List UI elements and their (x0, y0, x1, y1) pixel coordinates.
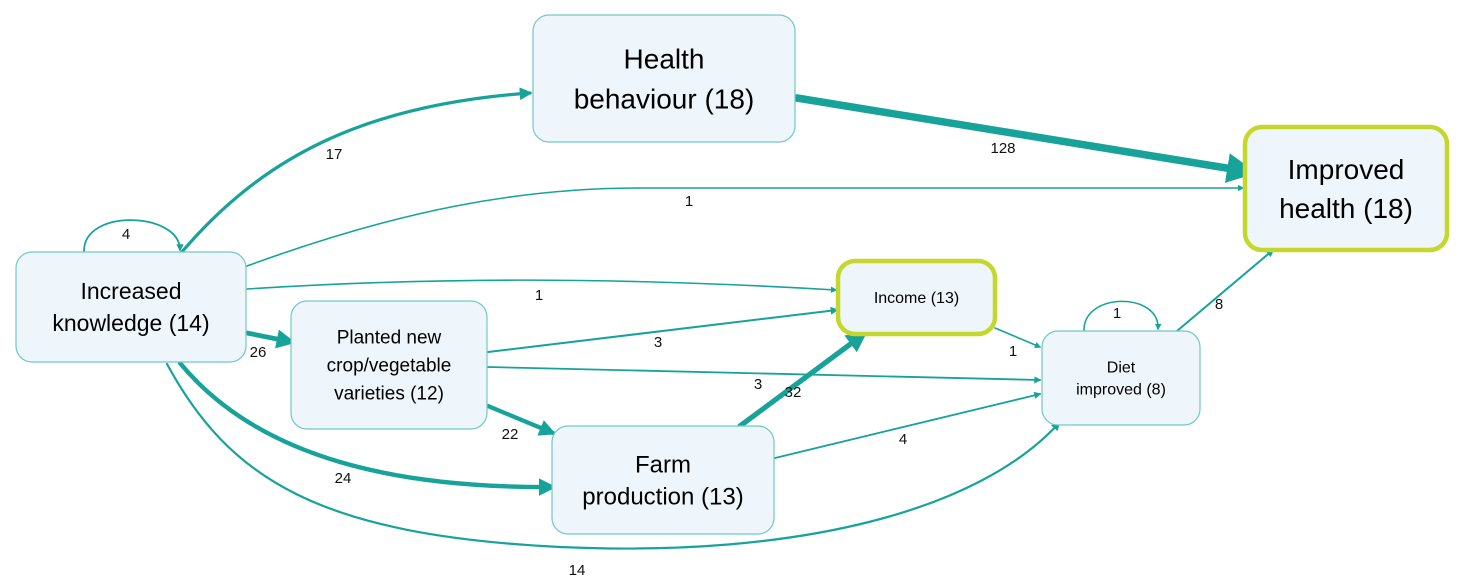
edge-farm-diet (774, 391, 1042, 459)
node-box (551, 425, 775, 535)
edge-label-knowledge-planted: 26 (250, 344, 267, 361)
node-income: Income (13) (835, 258, 998, 337)
node-box (1242, 124, 1450, 253)
edge-knowledge-diet (165, 362, 1061, 550)
edge-label-knowledge-self: 4 (122, 226, 130, 243)
edge-planted-diet (487, 366, 1042, 384)
node-box (1041, 330, 1201, 426)
edge-diet-self (1083, 300, 1162, 331)
edge-planted-farm (485, 403, 557, 436)
node-label-line: knowledge (14) (52, 310, 209, 336)
edge-knowledge-improved-health (246, 184, 1245, 267)
node-box (15, 251, 247, 363)
node-label-line: crop/vegetable (327, 356, 452, 377)
edge-label-health-behaviour-improved-health: 128 (990, 140, 1015, 157)
edge-label-knowledge-farm: 24 (335, 470, 352, 487)
edge-planted-income (487, 306, 839, 353)
edge-label-planted-income: 3 (654, 334, 662, 351)
node-label-line: Planted new (337, 328, 442, 349)
node-health-behaviour: Health behaviour (18) (532, 14, 796, 143)
node-diet: Diet improved (8) (1041, 330, 1201, 426)
edge-knowledge-health-behaviour (179, 87, 533, 255)
edge-knowledge-income (246, 279, 838, 293)
node-label-line: Diet (1107, 360, 1136, 377)
node-label-line: Farm (635, 451, 691, 478)
edge-knowledge-planted (244, 329, 296, 349)
edge-farm-income (737, 331, 868, 429)
edge-label-diet-improved-health: 8 (1215, 296, 1223, 313)
node-improved-health: Improved health (18) (1242, 124, 1450, 253)
node-box (532, 14, 796, 143)
edge-label-planted-farm: 22 (502, 426, 519, 443)
edge-labels-layer: 4 17 128 1 1 26 24 14 3 3 22 32 4 1 1 8 (122, 140, 1223, 579)
node-box (290, 300, 488, 430)
edge-label-knowledge-income: 1 (535, 287, 543, 304)
node-label-line: health (18) (1279, 193, 1413, 224)
edge-diet-improved-health (1176, 248, 1275, 332)
node-label-line: Health (624, 43, 705, 74)
node-box (835, 258, 998, 337)
node-label-line: Income (13) (874, 290, 959, 307)
node-planted: Planted new crop/vegetable varieties (12) (290, 300, 488, 430)
node-label-line: production (13) (582, 483, 743, 510)
node-label-line: varieties (12) (334, 384, 444, 405)
edge-income-diet (994, 327, 1042, 348)
edge-label-farm-income: 32 (785, 384, 802, 401)
node-farm: Farm production (13) (551, 425, 775, 535)
edge-label-income-diet: 1 (1009, 343, 1017, 360)
edge-health-behaviour-improved-health (793, 94, 1257, 183)
edge-label-knowledge-diet: 14 (569, 562, 586, 579)
edge-label-diet-self: 1 (1113, 305, 1121, 322)
edge-label-farm-diet: 4 (899, 431, 907, 448)
node-label-line: improved (8) (1076, 382, 1166, 399)
edge-label-knowledge-health-behaviour: 17 (326, 146, 343, 163)
node-label-line: behaviour (18) (574, 83, 755, 114)
node-label-line: Increased (80, 278, 181, 304)
nodes-layer: Increased knowledge (14) Health behaviour (… (15, 14, 1450, 535)
edge-label-knowledge-improved-health: 1 (685, 193, 693, 210)
edge-knowledge-farm (177, 360, 557, 496)
edge-knowledge-self (83, 219, 184, 252)
edges-layer (83, 87, 1275, 550)
node-label-line: Improved (1288, 154, 1405, 185)
edge-label-planted-diet: 3 (754, 376, 762, 393)
node-knowledge: Increased knowledge (14) (15, 251, 247, 363)
